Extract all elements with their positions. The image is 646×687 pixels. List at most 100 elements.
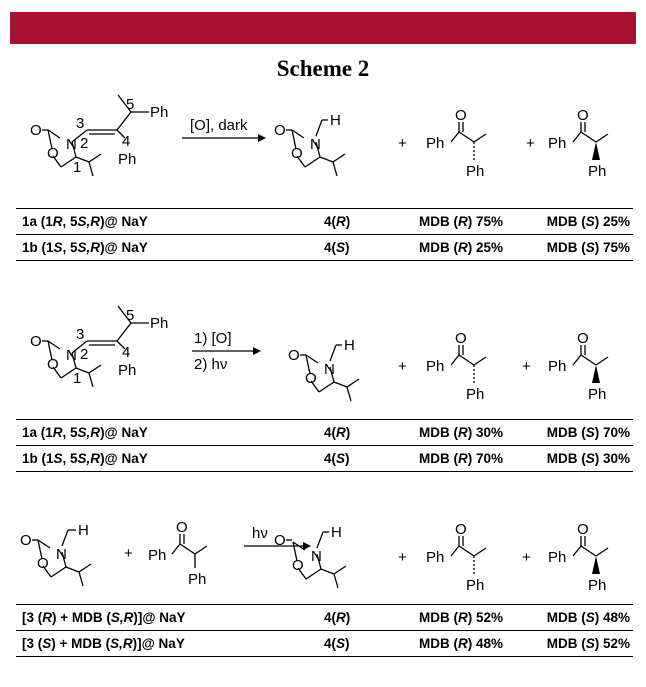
atom-label: Ph xyxy=(466,577,484,594)
reagent-label: 2) hν xyxy=(194,356,227,373)
atom-label: O xyxy=(47,145,59,162)
table-row: 1a (1R, 5S,R)@ NaY 4(R) MDB (R) 30% MDB … xyxy=(16,420,633,445)
mdb-s-cell: MDB (S) 25% xyxy=(546,214,630,229)
mdb-s-cell: MDB (S) 30% xyxy=(546,451,630,466)
substrate-cell: 1a (1R, 5S,R)@ NaY xyxy=(22,214,148,229)
aldehyde-cell: 4(R) xyxy=(324,214,351,229)
reaction-3: O O N H + Ph O Ph hν O O N H + + Ph O Ph… xyxy=(14,510,634,610)
plus-sign: + xyxy=(526,135,535,152)
locant-label: 3 xyxy=(76,115,84,132)
locant-label: 2 xyxy=(80,135,88,152)
atom-label: Ph xyxy=(150,315,168,332)
atom-label: Ph xyxy=(548,549,566,566)
locant-label: 1 xyxy=(73,370,81,387)
atom-label: Ph xyxy=(588,577,606,594)
reaction-1-scheme: O O N 2 3 4 Ph 5 Ph 1 [O], dark O O N H … xyxy=(30,94,609,180)
atom-label: Ph xyxy=(466,163,484,180)
atom-label: Ph xyxy=(466,386,484,403)
atom-label: Ph xyxy=(150,104,168,121)
atom-label: H xyxy=(330,112,341,129)
atom-label: O xyxy=(291,145,303,162)
atom-label: Ph xyxy=(118,362,136,379)
atom-label: O xyxy=(292,557,304,574)
aldehyde-cell: 4(S) xyxy=(324,240,350,255)
atom-label: O xyxy=(37,555,49,572)
locant-label: 4 xyxy=(122,344,130,361)
results-table-1: 1a (1R, 5S,R)@ NaY 4(R) MDB (R) 75% MDB … xyxy=(16,208,633,261)
mdb-r-cell: MDB (R) 25% xyxy=(419,240,504,255)
atom-label: O xyxy=(47,356,59,373)
plus-sign: + xyxy=(522,358,531,375)
mdb-s-cell: MDB (S) 48% xyxy=(546,610,630,625)
atom-label: N xyxy=(310,136,321,153)
atom-label: O xyxy=(455,107,467,124)
reaction-2-scheme: O O N 2 3 4 Ph 5 Ph 1 1) [O] 2) hν O O N… xyxy=(30,305,609,403)
atom-label: Ph xyxy=(118,151,136,168)
atom-label: H xyxy=(78,522,89,539)
atom-label: O xyxy=(30,333,42,350)
plus-sign: + xyxy=(398,549,407,566)
locant-label: 3 xyxy=(76,326,84,343)
results-table-3: [3 (R) + MDB (S,R)]@ NaY 4(R) MDB (R) 52… xyxy=(16,604,633,657)
results-table-2: 1a (1R, 5S,R)@ NaY 4(R) MDB (R) 30% MDB … xyxy=(16,419,633,472)
aldehyde-cell: 4(R) xyxy=(324,610,351,625)
table-row: 1b (1S, 5S,R)@ NaY 4(S) MDB (R) 70% MDB … xyxy=(16,445,633,471)
atom-label: Ph xyxy=(426,549,444,566)
reaction-3-scheme: O O N H + Ph O Ph hν O O N H + + Ph O Ph… xyxy=(20,519,609,594)
atom-label: O xyxy=(577,107,589,124)
atom-label: H xyxy=(344,337,355,354)
mdb-s-cell: MDB (S) 52% xyxy=(546,636,630,651)
substrate-cell: 1b (1S, 5S,R)@ NaY xyxy=(22,451,148,466)
atom-label: O xyxy=(30,122,42,139)
reagent-label: [O], dark xyxy=(190,117,248,134)
atom-label: N xyxy=(66,347,77,364)
atom-label: O xyxy=(577,330,589,347)
table-row: [3 (R) + MDB (S,R)]@ NaY 4(R) MDB (R) 52… xyxy=(16,605,633,630)
substrate-cell: 1a (1R, 5S,R)@ NaY xyxy=(22,425,148,440)
atom-label: Ph xyxy=(426,358,444,375)
atom-label: O xyxy=(455,521,467,538)
atom-label: Ph xyxy=(426,135,444,152)
aldehyde-cell: 4(S) xyxy=(324,451,350,466)
table-row: 1b (1S, 5S,R)@ NaY 4(S) MDB (R) 25% MDB … xyxy=(16,234,633,260)
scheme-title: Scheme 2 xyxy=(276,56,370,81)
atom-label: O xyxy=(455,330,467,347)
plus-sign: + xyxy=(398,135,407,152)
atom-label: Ph xyxy=(548,135,566,152)
substrate-cell: [3 (R) + MDB (S,R)]@ NaY xyxy=(22,610,186,625)
locant-label: 4 xyxy=(122,133,130,150)
locant-label: 1 xyxy=(73,159,81,176)
atom-label: O xyxy=(274,122,286,139)
aldehyde-cell: 4(R) xyxy=(324,425,351,440)
atom-label: N xyxy=(311,548,322,565)
atom-label: Ph xyxy=(148,547,166,564)
atom-label: Ph xyxy=(588,163,606,180)
atom-label: H xyxy=(331,524,342,541)
table-row: [3 (S) + MDB (S,R)]@ NaY 4(S) MDB (R) 48… xyxy=(16,630,633,656)
mdb-r-cell: MDB (R) 52% xyxy=(419,610,504,625)
mdb-r-cell: MDB (R) 75% xyxy=(419,214,504,229)
atom-label: N xyxy=(324,361,335,378)
atom-label: N xyxy=(56,546,67,563)
mdb-r-cell: MDB (R) 48% xyxy=(419,636,504,651)
locant-label: 2 xyxy=(80,346,88,363)
reaction-2: O O N 2 3 4 Ph 5 Ph 1 1) [O] 2) hν O O N… xyxy=(14,303,634,413)
atom-label: Ph xyxy=(588,386,606,403)
atom-label: Ph xyxy=(188,571,206,588)
header-banner xyxy=(10,12,636,44)
atom-label: O xyxy=(20,532,32,549)
reaction-1: O O N 2 3 4 Ph 5 Ph 1 [O], dark O O N H … xyxy=(14,92,634,202)
mdb-s-cell: MDB (S) 75% xyxy=(546,240,630,255)
atom-label: O xyxy=(274,532,286,549)
locant-label: 5 xyxy=(126,96,134,113)
plus-sign: + xyxy=(522,549,531,566)
reagent-label: hν xyxy=(252,525,268,542)
table-row: 1a (1R, 5S,R)@ NaY 4(R) MDB (R) 75% MDB … xyxy=(16,209,633,234)
atom-label: N xyxy=(66,136,77,153)
atom-label: Ph xyxy=(548,358,566,375)
substrate-cell: 1b (1S, 5S,R)@ NaY xyxy=(22,240,148,255)
plus-sign: + xyxy=(398,358,407,375)
aldehyde-cell: 4(S) xyxy=(324,636,350,651)
mdb-r-cell: MDB (R) 30% xyxy=(419,425,504,440)
substrate-cell: [3 (S) + MDB (S,R)]@ NaY xyxy=(22,636,185,651)
